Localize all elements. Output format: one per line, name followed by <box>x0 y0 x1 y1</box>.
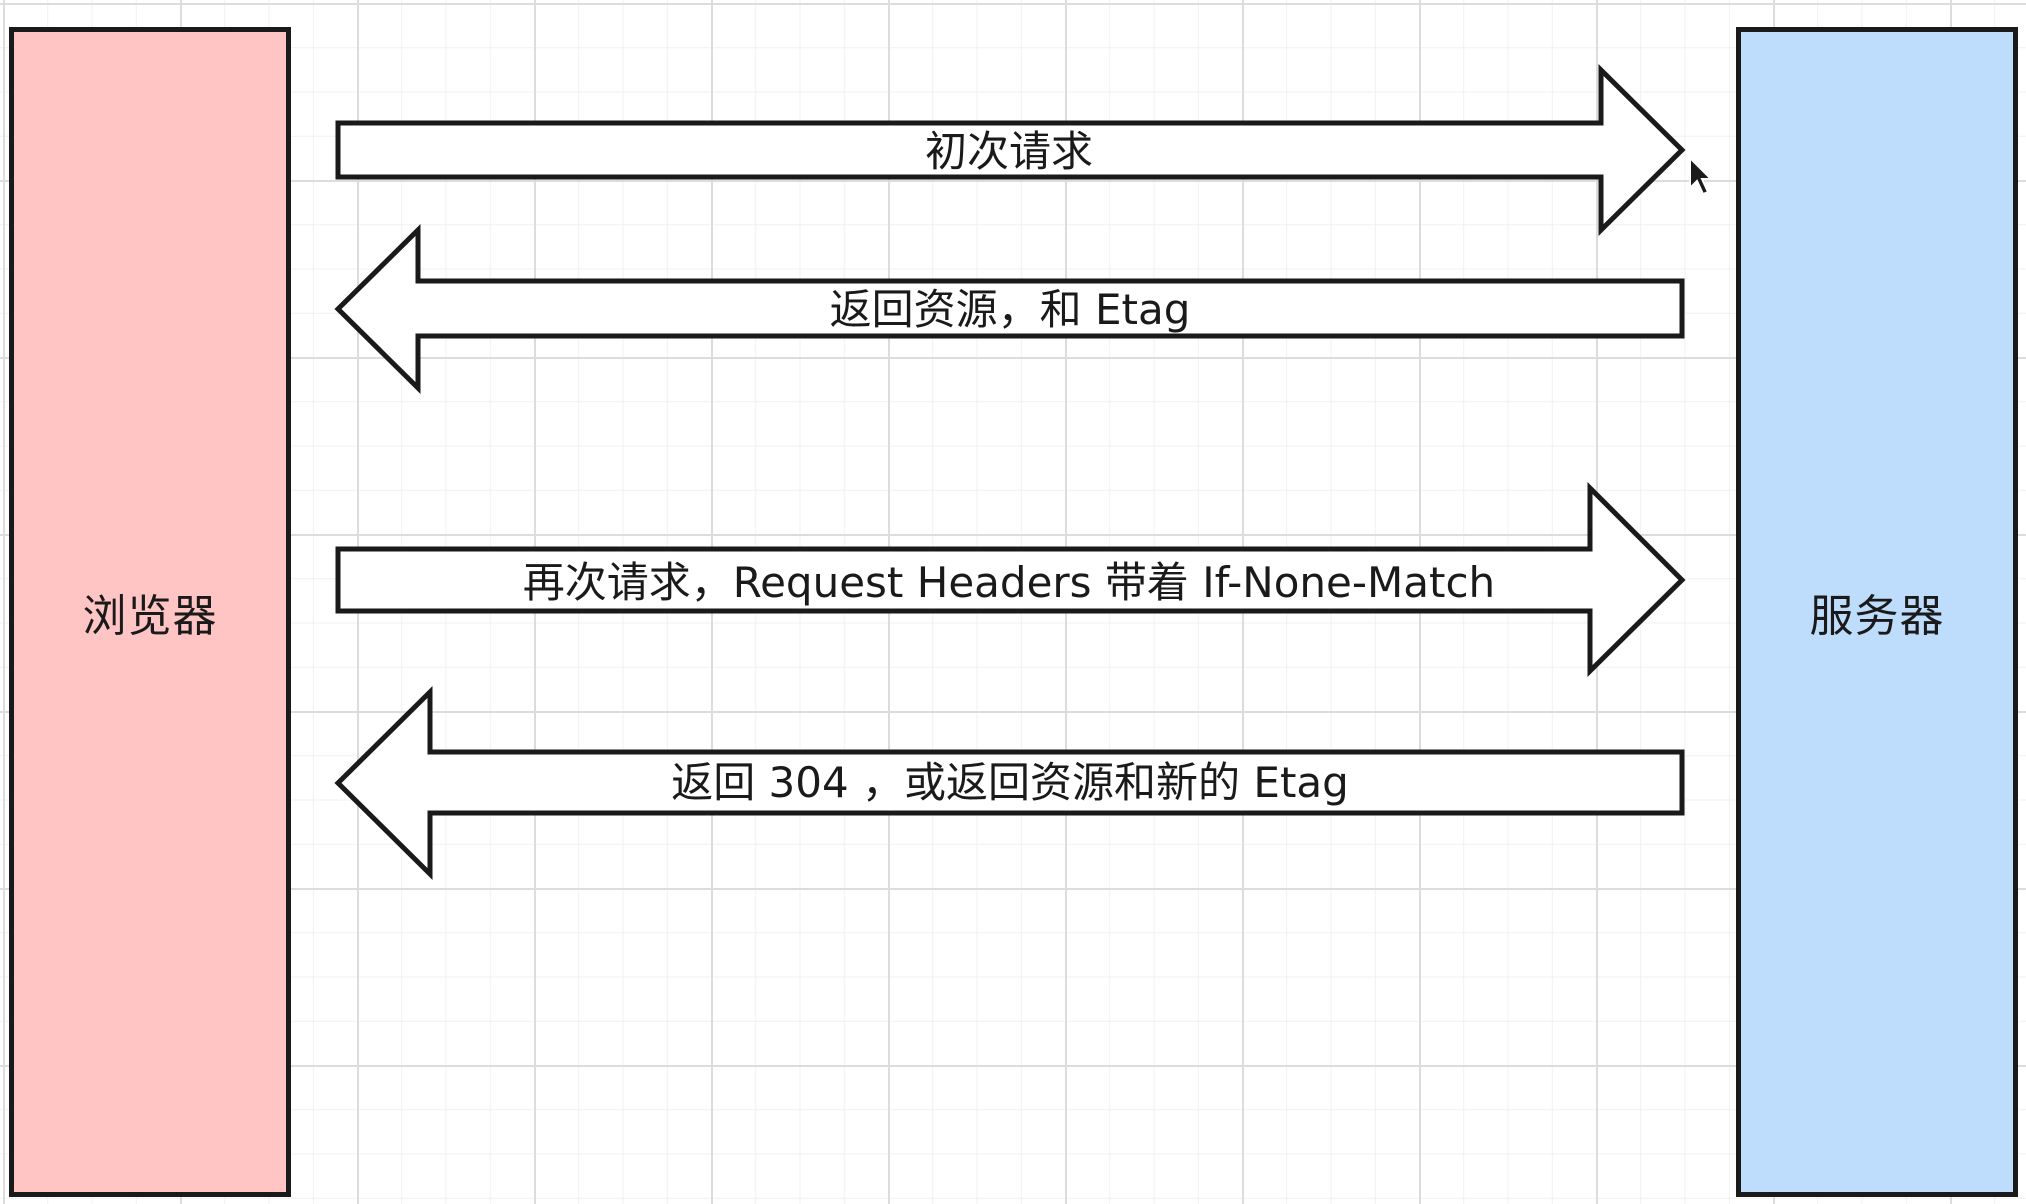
server-label: 服务器 <box>1809 591 1945 642</box>
arrow-initial-request: 初次请求 <box>335 64 1686 236</box>
mouse-cursor-icon <box>1689 155 1714 196</box>
arrow-second-request-label: 再次请求，Request Headers 带着 If-None-Match <box>523 558 1495 607</box>
arrow-return-304-label: 返回 304 ，或返回资源和新的 Etag <box>671 758 1349 807</box>
arrow-return-resource-etag-label: 返回资源，和 Etag <box>830 285 1191 334</box>
arrow-return-304-shape <box>334 686 1685 880</box>
arrow-initial-request-shape <box>335 64 1686 236</box>
arrow-return-resource-etag: 返回资源，和 Etag <box>334 224 1685 394</box>
server-box: 服务器 <box>1736 27 2018 1197</box>
arrow-initial-request-label: 初次请求 <box>925 127 1093 176</box>
arrow-return-resource-etag-shape <box>334 224 1685 394</box>
browser-label: 浏览器 <box>82 591 218 642</box>
arrow-return-304: 返回 304 ，或返回资源和新的 Etag <box>334 686 1685 880</box>
arrow-second-request-shape <box>335 481 1686 677</box>
arrow-second-request: 再次请求，Request Headers 带着 If-None-Match <box>335 481 1686 677</box>
browser-box: 浏览器 <box>9 27 291 1197</box>
